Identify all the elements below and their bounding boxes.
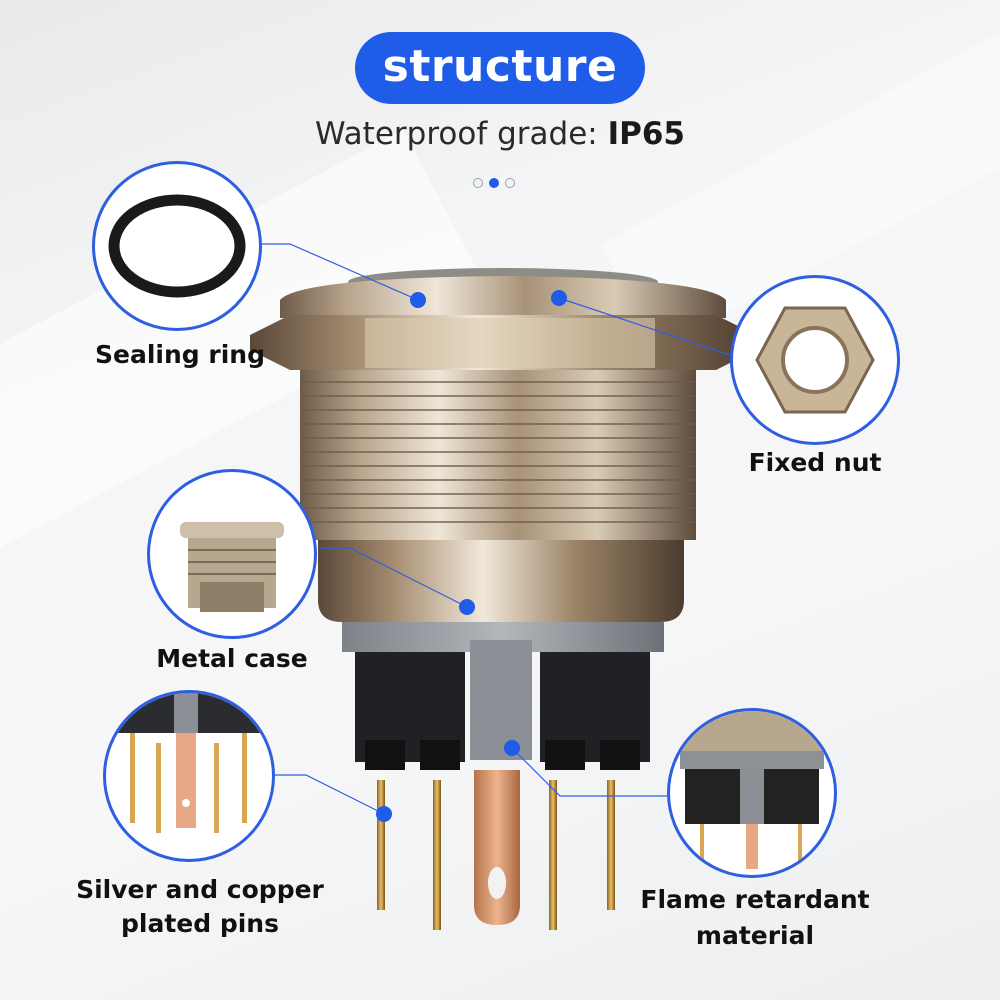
plastic-base-icon (670, 711, 834, 869)
metal-case-detail (147, 469, 317, 639)
callout-dot (504, 740, 520, 756)
label-pins-line1: Silver and copper (76, 875, 324, 904)
callout-dot (410, 292, 426, 308)
fixed-nut-detail (730, 275, 900, 445)
waterproof-grade-value: IP65 (607, 116, 685, 152)
callout-dot (376, 806, 392, 822)
label-metal-case: Metal case (156, 644, 308, 673)
hex-nut-icon (755, 306, 875, 414)
label-flame-line2: material (695, 921, 815, 950)
label-flame-line1: Flame retardant (640, 885, 870, 914)
metal-case-icon (180, 522, 284, 612)
pins-icon (106, 693, 272, 833)
label-fixed-nut: Fixed nut (748, 448, 882, 477)
carousel-indicator[interactable] (473, 178, 515, 188)
label-flame-retardant: Flame retardant material (630, 882, 880, 954)
callout-dot (459, 599, 475, 615)
pins-detail (103, 690, 275, 862)
flame-retardant-detail (667, 708, 837, 878)
sealing-ring-detail (92, 161, 262, 331)
carousel-dot[interactable] (473, 178, 483, 188)
label-pins: Silver and copper plated pins (70, 873, 330, 941)
page-subtitle: Waterproof grade: IP65 (0, 116, 1000, 152)
page-title: structure (355, 32, 645, 104)
label-pins-line2: plated pins (121, 909, 279, 938)
carousel-dot[interactable] (505, 178, 515, 188)
o-ring-icon (108, 194, 246, 298)
callout-dot (551, 290, 567, 306)
label-sealing-ring: Sealing ring (95, 340, 265, 369)
carousel-dot-active[interactable] (489, 178, 499, 188)
subtitle-prefix: Waterproof grade: (315, 116, 608, 152)
